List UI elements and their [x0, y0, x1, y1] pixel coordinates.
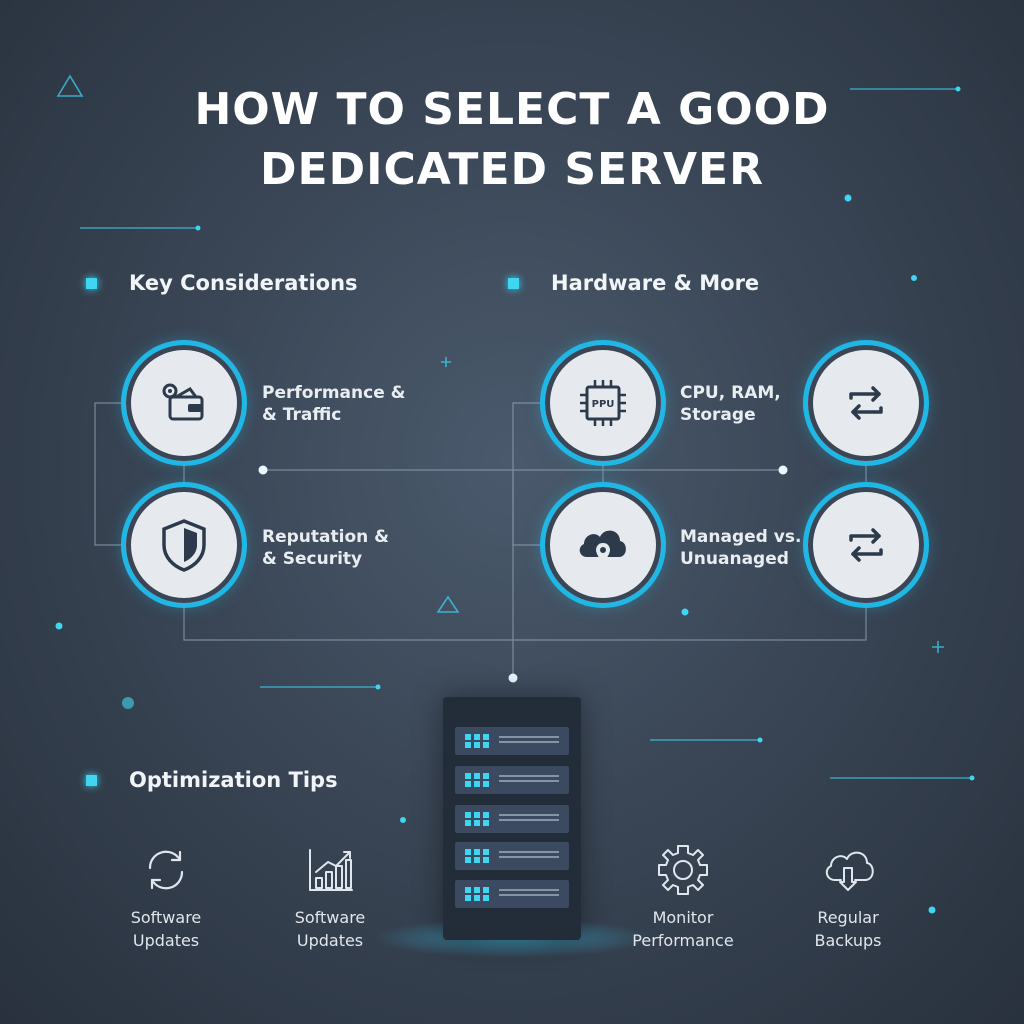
page-title: HOW TO SELECT A GOOD DEDICATED SERVER [0, 80, 1024, 200]
arrows-swap-icon [849, 528, 883, 562]
label-line: & Traffic [262, 405, 342, 425]
label-performance: Performance & & Traffic [262, 382, 405, 426]
monitor-gear-icon [658, 845, 708, 895]
server-slot [455, 842, 569, 870]
led-grid-icon [465, 849, 489, 863]
bullet-square-icon [86, 277, 97, 289]
server-slot [455, 727, 569, 755]
label-cpu: CPU, RAM, Storage [680, 382, 781, 426]
bullet-square-icon [508, 277, 519, 289]
server-slot [455, 880, 569, 908]
title-line-2: DEDICATED SERVER [260, 144, 764, 195]
section-hardware: Hardware & More [508, 268, 759, 298]
led-grid-icon [465, 734, 489, 748]
tip-label-line: Software [294, 908, 366, 927]
label-line: & Security [262, 549, 363, 569]
tip-label-line: Updates [132, 931, 200, 950]
section-heading: Optimization Tips [129, 768, 338, 792]
label-line: CPU, RAM, [680, 383, 781, 403]
label-line: Reputation & [262, 527, 389, 547]
node-sync-bottom [808, 487, 924, 603]
cloud-download-icon [825, 851, 874, 891]
label-line: Managed vs. [680, 527, 802, 547]
shield-icon [162, 519, 206, 572]
tip-regular-backups: Regular Backups [783, 840, 913, 952]
node-performance [126, 345, 242, 461]
tip-label-line: Performance [632, 931, 734, 950]
bullet-square-icon [86, 774, 97, 786]
led-grid-icon [465, 887, 489, 901]
tip-label-line: Regular [817, 908, 879, 927]
label-managed: Managed vs. Unuanaged [680, 526, 801, 570]
node-managed [545, 487, 661, 603]
server-slot [455, 766, 569, 794]
tip-software-updates-chart: Software Updates [265, 840, 395, 952]
label-line: Performance & [262, 383, 406, 403]
label-line: Storage [680, 405, 756, 425]
refresh-icon [148, 850, 184, 890]
label-reputation: Reputation & & Security [262, 526, 389, 570]
title-line-1: HOW TO SELECT A GOOD [194, 84, 830, 135]
tip-label-line: Monitor [652, 908, 714, 927]
led-grid-icon [465, 773, 489, 787]
section-key-considerations: Key Considerations [86, 268, 358, 298]
label-line: Unuanaged [680, 549, 789, 569]
section-heading: Hardware & More [551, 271, 760, 295]
section-heading: Key Considerations [129, 271, 358, 295]
server-rack-icon [443, 697, 581, 940]
server-slot [455, 805, 569, 833]
node-sync-top [808, 345, 924, 461]
tip-monitor-performance: Monitor Performance [618, 840, 748, 952]
led-grid-icon [465, 812, 489, 826]
tip-label-line: Updates [296, 931, 364, 950]
bar-chart-icon [309, 849, 353, 891]
arrows-swap-icon [849, 386, 883, 420]
cloud-location-icon [579, 530, 626, 563]
node-reputation [126, 487, 242, 603]
wallet-gear-icon [162, 383, 204, 421]
section-optimization: Optimization Tips [86, 765, 338, 795]
tip-label-line: Backups [814, 931, 882, 950]
tip-label-line: Software [130, 908, 202, 927]
tip-software-updates: Software Updates [101, 840, 231, 952]
chip-text: PPU [592, 399, 615, 410]
node-cpu: PPU [545, 345, 661, 461]
cpu-chip-icon: PPU [580, 380, 626, 426]
